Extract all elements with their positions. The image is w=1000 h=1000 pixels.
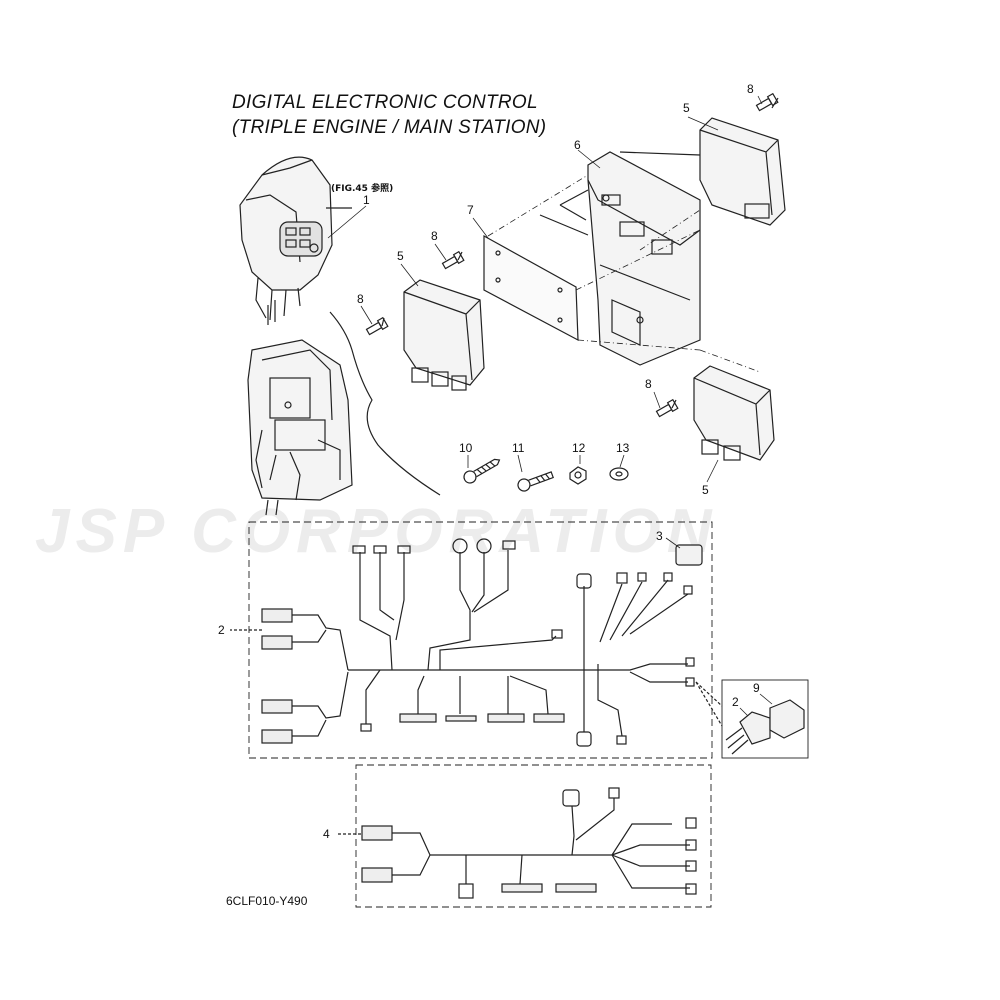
control-unit-assembly	[247, 339, 353, 516]
callout-5-top: 5	[683, 101, 690, 115]
callout-11: 11	[512, 441, 525, 455]
callout-8-left: 8	[357, 292, 364, 306]
callout-10: 10	[459, 441, 473, 455]
harness-4	[338, 787, 697, 899]
leader-lines	[327, 95, 773, 717]
harness-2	[230, 538, 703, 747]
callout-4: 4	[323, 827, 330, 841]
grouping-brace	[329, 311, 441, 496]
callout-6: 6	[574, 138, 581, 152]
callout-7: 7	[467, 203, 474, 217]
diagram-title-line2: (TRIPLE ENGINE / MAIN STATION)	[232, 117, 547, 138]
engine-control-module	[539, 151, 701, 366]
callout-2-left: 2	[218, 623, 225, 637]
alignment-lines	[487, 174, 761, 373]
callout-12: 12	[572, 441, 586, 455]
callout-8-top: 8	[747, 82, 754, 96]
callout-1: 1	[363, 193, 370, 207]
module-top-right	[619, 117, 786, 226]
diagram-title-line1: DIGITAL ELECTRONIC CONTROL	[232, 92, 538, 113]
mounting-plate	[483, 234, 579, 342]
figure-reference: (FIG.45 参照)	[331, 184, 394, 194]
callout-3: 3	[656, 529, 663, 543]
callout-2-detail: 2	[732, 695, 739, 709]
callout-5-bottom: 5	[702, 483, 709, 497]
figure-number: 6CLF010-Y490	[226, 894, 308, 908]
connector-detail	[695, 681, 805, 755]
callout-13: 13	[616, 441, 630, 455]
module-middle-left	[403, 279, 485, 391]
remote-control-lever	[239, 156, 352, 325]
callout-8-mid: 8	[431, 229, 438, 243]
harness-4-box	[355, 764, 712, 908]
fasteners	[463, 458, 629, 492]
bolts	[365, 92, 779, 418]
detail-box	[721, 679, 809, 759]
callout-5-mid: 5	[397, 249, 404, 263]
callout-9: 9	[753, 681, 760, 695]
callout-8-right: 8	[645, 377, 652, 391]
watermark: JSP CORPORATION	[35, 497, 718, 566]
module-bottom-right	[693, 365, 775, 461]
harness-2-box	[248, 521, 713, 759]
